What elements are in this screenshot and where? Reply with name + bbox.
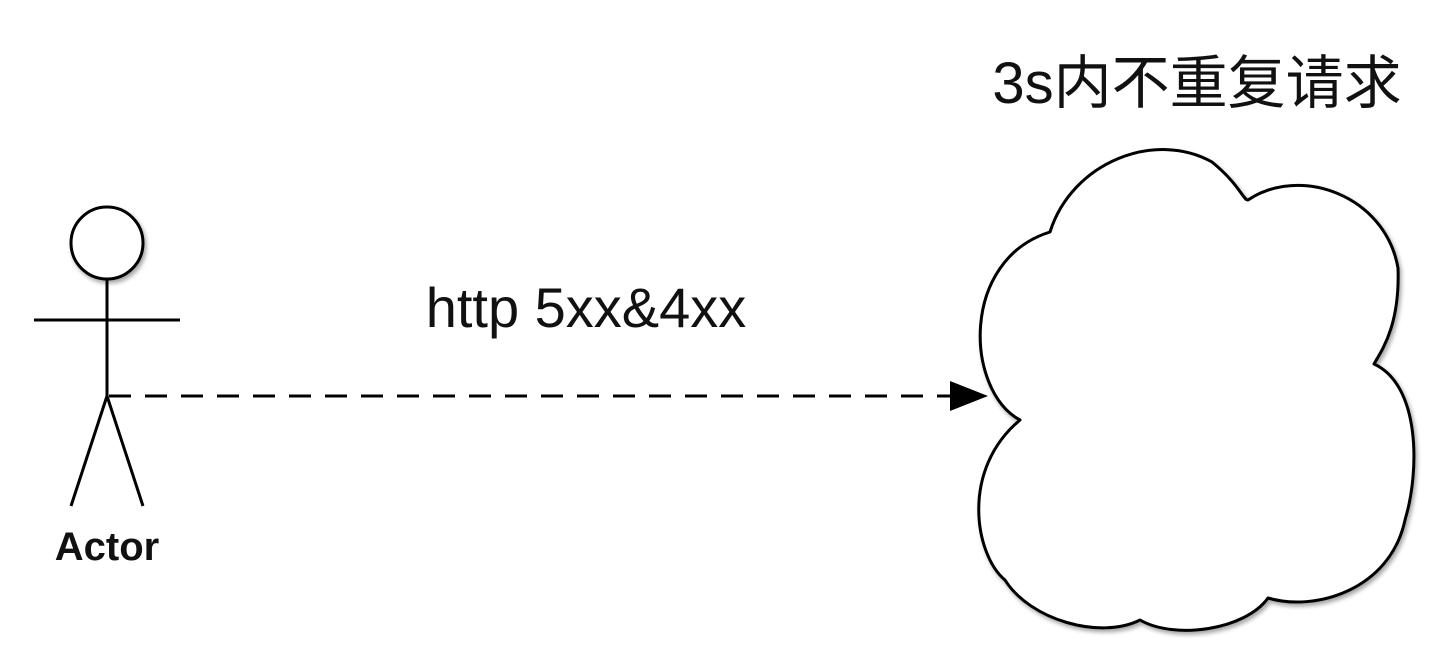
actor-figure[interactable] xyxy=(34,205,180,507)
actor-right-leg xyxy=(105,395,145,507)
actor-left-leg xyxy=(69,395,109,507)
cloud-shape[interactable] xyxy=(977,148,1416,632)
connector-arrowhead xyxy=(950,381,988,411)
actor-label: Actor xyxy=(55,525,159,569)
cloud-label: 3s内不重复请求 xyxy=(992,51,1401,116)
connector-label: http 5xx&4xx xyxy=(426,276,747,339)
actor-head xyxy=(69,205,145,281)
